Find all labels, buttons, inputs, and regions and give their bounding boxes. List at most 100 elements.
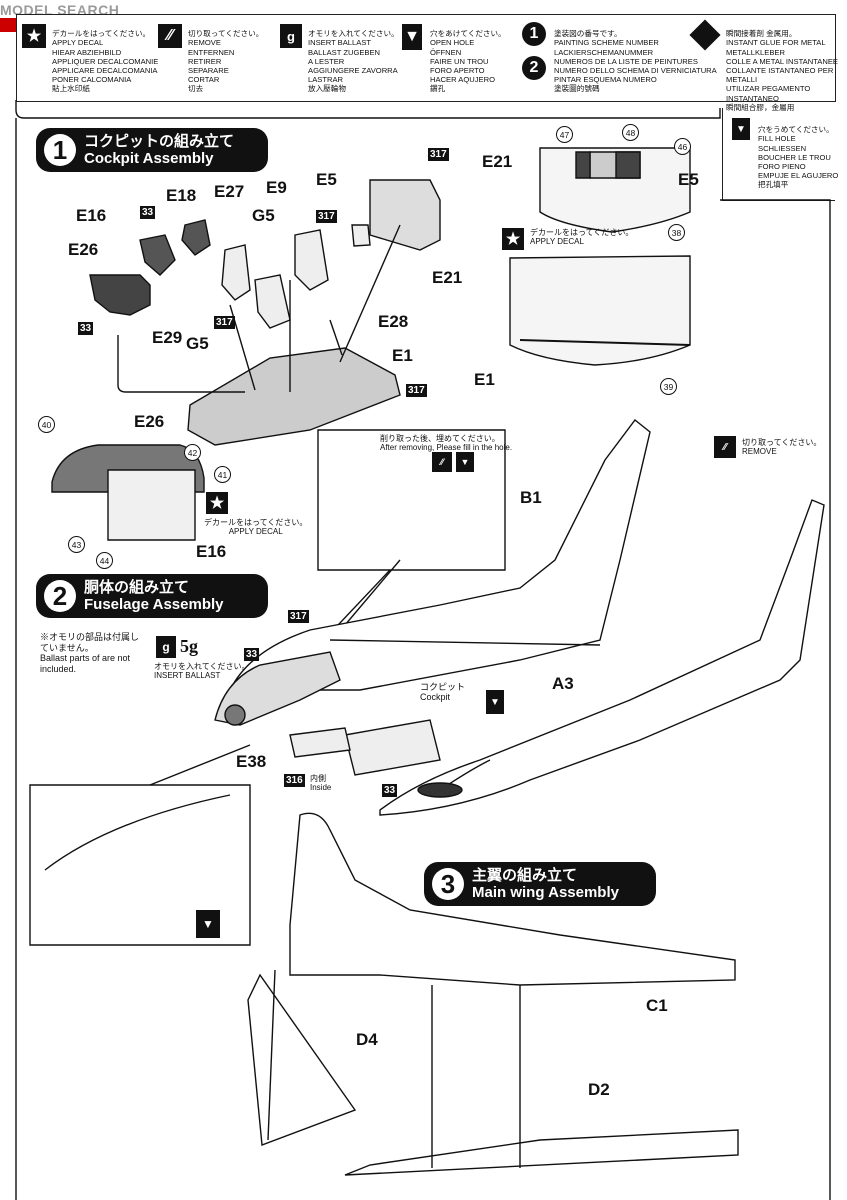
legend-text: HACER AQUJERO (430, 75, 495, 85)
legend-text: OPEN HOLE (430, 38, 475, 48)
cut-icon: ⁄⁄ (714, 436, 736, 458)
number-2-icon: 2 (522, 56, 546, 80)
legend-text: FILL HOLE (758, 134, 796, 144)
legend-text: 瞬間接着剤 金属用。 (726, 29, 797, 39)
decal-number-47: 47 (556, 126, 573, 143)
part-label-e28: E28 (378, 312, 409, 331)
legend-text: NUMEROS DE LA LISTE DE PEINTURES (554, 56, 698, 66)
color-tag-33: 33 (78, 322, 94, 335)
color-tag-317: 317 (428, 148, 449, 161)
section-3-header: 3 主翼の組み立て Main wing Assembly (424, 862, 656, 906)
legend-text: PINTAR ESQUEMA NUMERO (554, 75, 657, 85)
color-tag-317: 317 (316, 210, 337, 223)
weight-icon: g (280, 24, 302, 48)
legend-text: EMPUJE EL AGUJERO (758, 171, 839, 181)
legend-text: 塗装図の番号です。 (554, 29, 622, 39)
cut-icon: ⁄⁄ (158, 24, 182, 48)
legend-text: SEPARARE (188, 66, 229, 76)
part-label-e16-lower: E16 (196, 542, 227, 561)
decal-number-46: 46 (674, 138, 691, 155)
legend-text: PONER CALCOMANIA (52, 75, 132, 85)
fill-hole-icon: ▼ (456, 452, 474, 472)
section-1-header: 1 コクピットの組み立て Cockpit Assembly (36, 128, 268, 172)
legend-text: HIEAR ABZIEHBILD (52, 47, 122, 57)
after-remove-en: After removing, Please fill in the hole. (380, 443, 513, 452)
apply-decal-note: デカールをはってください。 APPLY DECAL (530, 228, 633, 246)
cockpit-jp: コクピット (420, 682, 466, 692)
insert-ballast-en: INSERT BALLAST (154, 671, 221, 680)
after-remove-note: 削り取った後、埋めてください。 After removing, Please f… (380, 434, 512, 452)
legend-text: ÖFFNEN (430, 47, 462, 57)
legend-text: RETIRER (188, 56, 222, 66)
watermark-logo (0, 18, 16, 32)
apply-decal-jp: デカールをはってください。 (204, 518, 308, 527)
legend-text: 穴をあけてください。 (430, 29, 506, 39)
section-3-title-jp: 主翼の組み立て (472, 867, 578, 884)
legend-text: 切去 (188, 84, 204, 94)
part-label-d4: D4 (356, 1030, 378, 1049)
part-label-g5-2: G5 (186, 334, 209, 353)
decal-number-39: 39 (660, 378, 677, 395)
section-2-header: 2 胴体の組み立て Fuselage Assembly (36, 574, 268, 618)
decal-number-41: 41 (214, 466, 231, 483)
cockpit-en: Cockpit (420, 692, 451, 702)
section-3-title-en: Main wing Assembly (472, 884, 619, 901)
section-1-title-jp: コクピットの組み立て (84, 133, 235, 150)
after-remove-jp: 削り取った後、埋めてください。 (380, 434, 500, 443)
section-2-title-en: Fuselage Assembly (84, 596, 224, 613)
inside-label: 内側 Inside (310, 774, 331, 792)
color-tag-33: 33 (140, 206, 156, 219)
legend-text: COLLANTE ISTANTANEO PER METALLI (726, 66, 834, 85)
legend-panel (16, 14, 836, 102)
section-3-number: 3 (432, 868, 464, 900)
drill-icon: ▼ (402, 24, 422, 50)
legend-text: 把孔填平 (758, 180, 789, 190)
legend-text: METALLKLEBER (726, 47, 785, 57)
legend-text: 瞬間組合膠，金屬用 (726, 102, 795, 112)
cut-icon: ⁄⁄ (432, 452, 452, 472)
legend-text: LACKIERSCHEMANUMMER (554, 47, 654, 57)
part-label-c1: C1 (646, 996, 668, 1015)
legend-text: CORTAR (188, 75, 220, 85)
part-label-e29: E29 (152, 328, 183, 347)
weight-icon: g (156, 636, 176, 658)
fill-hole-icon: ▼ (732, 118, 750, 140)
legend-text: NUMERO DELLO SCHEMA DI VERNICIATURA (554, 66, 717, 76)
part-label-e9: E9 (266, 178, 287, 197)
inside-en: Inside (310, 783, 332, 792)
apply-decal-en: APPLY DECAL (228, 527, 283, 536)
section-1-title-en: Cockpit Assembly (84, 150, 214, 167)
star-icon: ★ (206, 492, 228, 514)
part-label-e5-panel: E5 (678, 170, 699, 189)
section-2-title-jp: 胴体の組み立て (84, 579, 190, 596)
ballast-note: ※オモリの部品は付属していません。 Ballast parts of are n… (40, 632, 140, 674)
legend-text: 放入壓輪物 (308, 84, 346, 94)
legend-text: SCHLIESSEN (758, 143, 807, 153)
part-label-e26: E26 (68, 240, 99, 259)
part-label-e5: E5 (316, 170, 337, 189)
legend-text: ENTFERNEN (188, 47, 235, 57)
inside-jp: 内側 (310, 774, 326, 783)
decal-number-44: 44 (96, 552, 113, 569)
apply-decal-jp: デカールをはってください。 (530, 228, 634, 237)
legend-text: LASTRAR (308, 75, 344, 85)
section-2-number: 2 (44, 580, 76, 612)
part-label-d2: D2 (588, 1080, 610, 1099)
legend-text: APPLICARE DECALCOMANIA (52, 66, 158, 76)
part-label-e27: E27 (214, 182, 245, 201)
legend-text: REMOVE (188, 38, 221, 48)
section-1-number: 1 (44, 134, 76, 166)
part-label-a3: A3 (552, 674, 574, 693)
legend-text: APPLY DECAL (52, 38, 104, 48)
part-label-e21: E21 (432, 268, 463, 287)
fill-hole-icon: ▼ (196, 910, 220, 938)
part-label-e21-panel: E21 (482, 152, 513, 171)
decal-number-38: 38 (668, 224, 685, 241)
decal-number-43: 43 (68, 536, 85, 553)
